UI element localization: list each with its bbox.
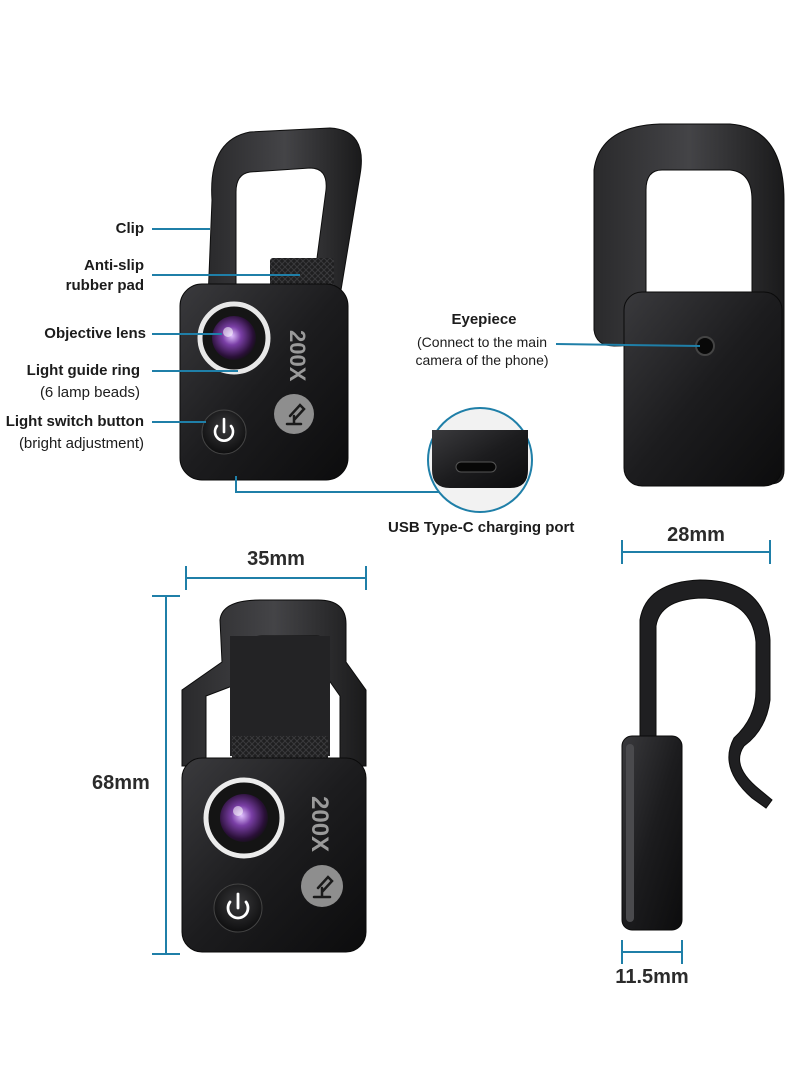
thickness-dimension: 11.5mm [615,966,689,988]
device-body-front [181,757,367,953]
device-front: 200X [181,599,367,953]
callout-lines [152,228,440,493]
objective-lens-label: Objective lens [44,325,146,342]
power-button-front[interactable] [213,883,263,933]
power-button[interactable] [201,409,247,455]
device-body-front-angled [179,283,349,481]
height-dimension: 68mm [92,772,150,794]
eyepiece-desc-line1: (Connect to the main [417,334,547,350]
usb-port-zoom [427,407,533,513]
anti-slip-label-line2: rubber pad [65,277,144,294]
magnification-badge: 200X [306,796,333,852]
eyepiece-desc-line2: camera of the phone) [415,352,549,368]
usb-c-port [455,461,497,473]
anti-slip-label-line1: Anti-slip [84,257,144,274]
light-guide-label-line1: Light guide ring [26,362,140,379]
depth-dimension: 28mm [667,524,725,546]
dimension-lines [152,540,771,964]
magnification-badge: 200X [285,330,310,382]
device-side [621,579,773,931]
objective-lens [212,316,256,360]
device-body-side [621,735,683,931]
anti-slip-pad [270,258,334,288]
device-body-back [623,291,783,487]
usb-port-label: USB Type-C charging port [388,519,575,536]
device-back [593,123,785,487]
power-icon [226,892,250,920]
device-front-angled: 200X [179,127,362,481]
eyepiece-label: Eyepiece [451,311,517,328]
eyepiece-callout-line [555,343,701,347]
clip-side [639,579,773,809]
microscope-icon [274,394,314,434]
width-dimension: 35mm [247,548,305,570]
switch-label-line2: (bright adjustment) [18,435,144,452]
switch-label-line1: Light switch button [5,413,144,430]
power-icon [213,417,235,442]
anti-slip-pad-front [232,736,328,760]
light-guide-label-line2: (6 lamp beads) [39,384,140,401]
microscope-icon [301,865,343,907]
clip-label: Clip [115,220,144,237]
